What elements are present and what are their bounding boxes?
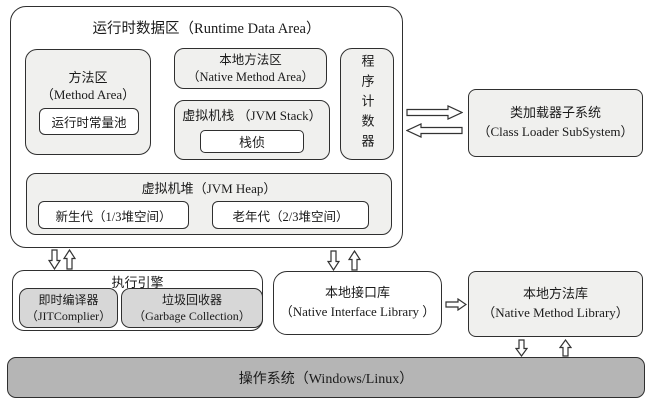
native-method-library-label-cn: 本地方法库	[522, 286, 588, 302]
stack-frame-box: 栈侦	[200, 130, 304, 153]
class-loader-subsystem-box: 类加载器子系统 （Class Loader SubSystem）	[468, 89, 643, 157]
jit-compiler-box: 即时编译器 （JITComplier）	[19, 288, 118, 328]
class-loader-label-cn: 类加载器子系统	[509, 105, 601, 121]
native-interface-library-label-en: （Native Interface Library ）	[279, 304, 436, 319]
block-arrow-right-icon	[406, 105, 463, 120]
native-method-area-label-en: （Native Method Area）	[186, 69, 315, 84]
runtime-data-area-title: 运行时数据区（Runtime Data Area）	[92, 21, 321, 37]
block-arrow-down-icon	[327, 250, 340, 271]
native-interface-library-label-cn: 本地接口库	[324, 285, 390, 301]
block-arrow-right-icon	[445, 298, 467, 311]
class-loader-label-en: （Class Loader SubSystem）	[477, 124, 634, 139]
method-area-box: 方法区 （Method Area） 运行时常量池	[25, 49, 151, 155]
old-generation-box: 老年代（2/3堆空间）	[212, 201, 369, 229]
native-interface-library-box: 本地接口库 （Native Interface Library ）	[273, 271, 442, 335]
execution-engine-box: 执行引擎 即时编译器 （JITComplier） 垃圾回收器 （Garbage …	[12, 270, 263, 331]
block-arrow-up-icon	[63, 249, 76, 270]
garbage-collector-label-cn: 垃圾回收器	[161, 292, 222, 307]
jvm-stack-box: 虚拟机栈 （JVM Stack） 栈侦	[174, 100, 330, 160]
method-area-label: 方法区 （Method Area）	[26, 70, 150, 104]
runtime-constant-pool-box: 运行时常量池	[39, 108, 139, 135]
block-arrow-left-icon	[406, 123, 463, 138]
block-arrow-up-icon	[559, 339, 572, 357]
garbage-collector-box: 垃圾回收器 （Garbage Collection）	[121, 288, 263, 328]
jvm-stack-label: 虚拟机栈 （JVM Stack）	[182, 108, 322, 123]
native-method-library-box: 本地方法库 （Native Method Library）	[468, 271, 643, 337]
program-counter-label: 程序计数器	[359, 54, 375, 154]
method-area-label-cn: 方法区	[68, 70, 108, 85]
block-arrow-down-icon	[48, 249, 61, 270]
method-area-label-en: （Method Area）	[40, 86, 136, 102]
young-generation-box: 新生代（1/3堆空间）	[38, 201, 189, 229]
garbage-collector-label-en: （Garbage Collection）	[133, 309, 251, 323]
block-arrow-down-icon	[515, 339, 528, 357]
jit-compiler-label-en: （JITComplier）	[25, 309, 112, 323]
execution-engine-label: 执行引擎	[111, 275, 164, 290]
operating-system-bar: 操作系统（Windows/Linux）	[7, 357, 645, 398]
block-arrow-up-icon	[348, 250, 361, 271]
native-method-area-label-cn: 本地方法区	[219, 52, 282, 67]
native-method-library-label-en: （Native Method Library）	[482, 305, 629, 320]
program-counter-box: 程序计数器	[340, 48, 394, 160]
jit-compiler-label-cn: 即时编译器	[38, 292, 99, 307]
jvm-heap-box: 虚拟机堆（JVM Heap） 新生代（1/3堆空间） 老年代（2/3堆空间）	[26, 173, 392, 235]
jvm-heap-label: 虚拟机堆（JVM Heap）	[141, 181, 277, 196]
native-method-area-box: 本地方法区 （Native Method Area）	[174, 48, 327, 89]
runtime-data-area-box: 运行时数据区（Runtime Data Area） 方法区 （Method Ar…	[10, 6, 403, 248]
